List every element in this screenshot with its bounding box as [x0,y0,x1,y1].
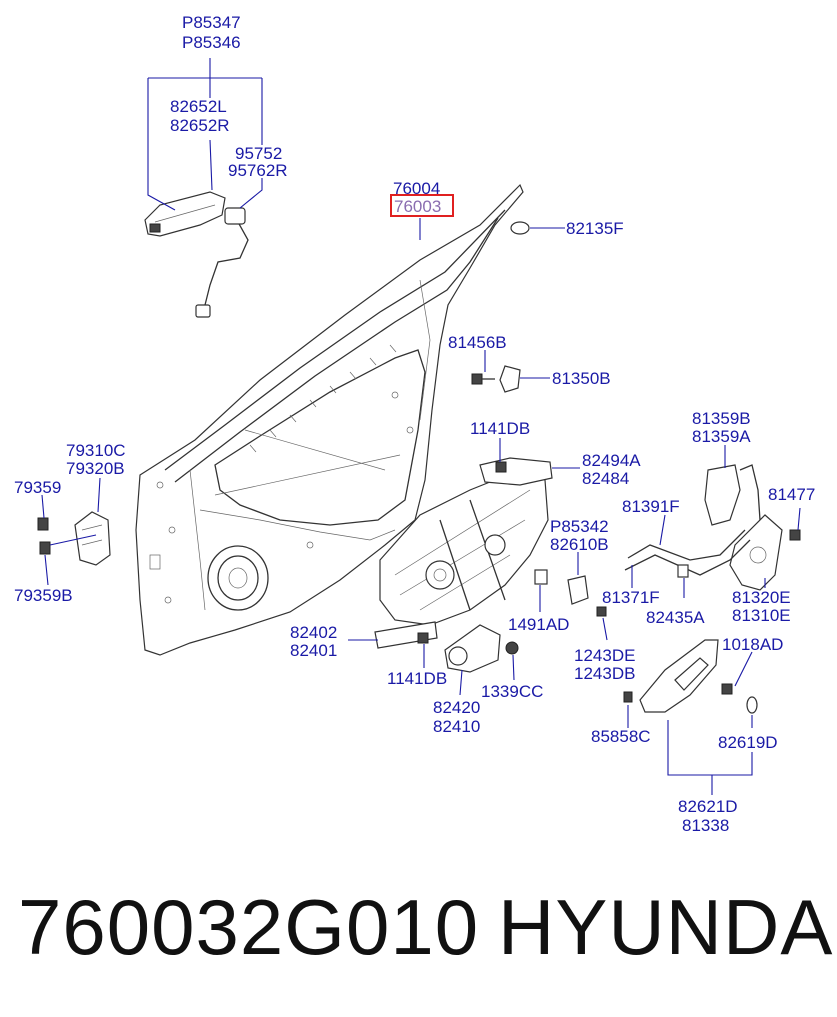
label-82435a: 82435A [646,608,705,627]
label-79359b: 79359B [14,586,73,605]
label-82619d: 82619D [718,733,778,752]
brand-name: HYUNDAI [498,883,837,971]
label-1018ad: 1018AD [722,635,783,654]
label-81350b: 81350B [552,369,611,388]
label-82621d: 82621D [678,797,738,816]
label-95762r: 95762R [228,161,288,180]
label-1339cc: 1339CC [481,682,543,701]
outside-handle [144,191,249,318]
label-79359: 79359 [14,478,61,497]
label-79310c: 79310C [66,441,126,460]
label-82410: 82410 [433,717,480,736]
highlight-box [390,194,454,217]
label-81456b: 81456B [448,333,507,352]
label-81338: 81338 [682,816,729,835]
label-81320e: 81320E [732,588,791,607]
label-81391f: 81391F [622,497,680,516]
clip-82135f [510,221,530,235]
label-1243db: 1243DB [574,664,635,683]
label-82652l: 82652L [170,97,227,116]
label-82652r: 82652R [170,116,230,135]
door-hinge [37,511,111,566]
label-85858c: 85858C [591,727,651,746]
label-95752: 95752 [235,144,282,163]
footer-caption: 760032G010 HYUNDAI [0,880,837,990]
label-81359a: 81359A [692,427,751,446]
label-81359b: 81359B [692,409,751,428]
label-p85342: P85342 [550,517,609,536]
inside-handle [623,639,758,714]
window-regulator [374,457,607,673]
exploded-parts-diagram: P85347 P85346 82652L 82652R 95752 95762R… [14,13,815,835]
label-82135f: 82135F [566,219,624,238]
label-82494a: 82494A [582,451,641,470]
label-82610b: 82610B [550,535,609,554]
door-panel [135,183,524,656]
label-p85346: P85346 [182,33,241,52]
label-1491ad: 1491AD [508,615,569,634]
leader-lines [41,58,801,795]
part-number: 760032G010 [18,883,480,971]
door-latch-assembly [624,464,801,591]
label-1243de: 1243DE [574,646,635,665]
label-p85347: P85347 [182,13,241,32]
label-82484: 82484 [582,469,629,488]
label-79320b: 79320B [66,459,125,478]
label-76003: 76003 [394,197,441,216]
label-81477: 81477 [768,485,815,504]
label-82420: 82420 [433,698,480,717]
label-81371f: 81371F [602,588,660,607]
label-81310e: 81310E [732,606,791,625]
striker-81350b [471,365,521,393]
part-labels: P85347 P85346 82652L 82652R 95752 95762R… [14,13,815,835]
label-76004: 76004 [393,179,440,198]
label-82401: 82401 [290,641,337,660]
label-82402: 82402 [290,623,337,642]
label-1141db-bottom: 1141DB [387,669,447,688]
label-1141db-top: 1141DB [470,419,530,438]
